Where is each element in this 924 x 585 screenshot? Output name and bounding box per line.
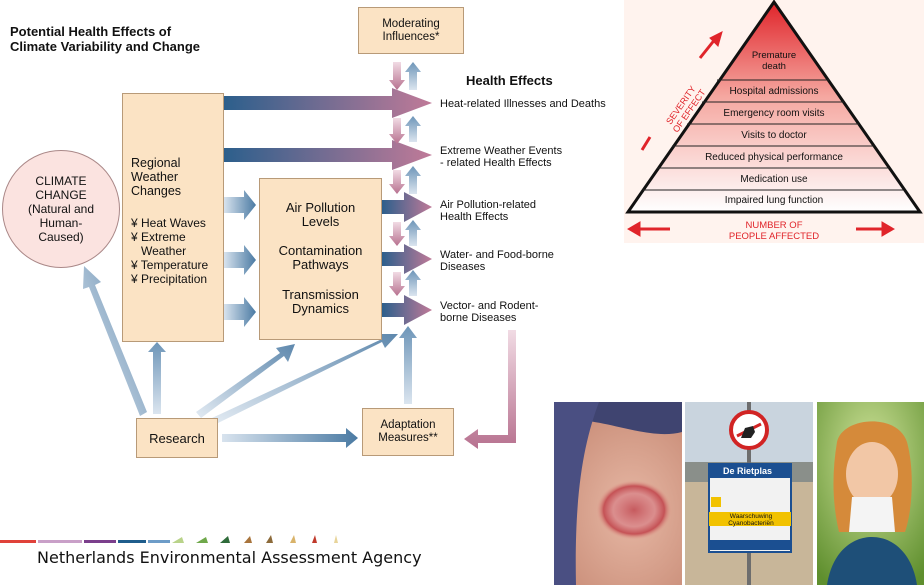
sneeze-image	[817, 402, 924, 585]
arrow-to-vector	[382, 295, 432, 325]
effect-extreme-weather: Extreme Weather Events - related Health …	[440, 145, 563, 169]
pyramid-panel: Premature death Hospital admissions Emer…	[624, 0, 924, 243]
severity-arrow	[640, 31, 723, 151]
number-arrows	[627, 221, 895, 237]
diagram-arrows	[83, 62, 516, 449]
sign-warning-2: Cyanobacteriën	[728, 520, 774, 527]
research-box: Research	[136, 418, 218, 458]
arrow-to-extreme	[224, 140, 432, 170]
number-affected-label: NUMBER OF PEOPLE AFFECTED	[728, 220, 820, 242]
list-item: Weather	[131, 244, 187, 258]
footer-stripes	[0, 530, 340, 543]
list-item: ¥ Heat Waves	[131, 216, 206, 230]
climate-change-circle: CLIMATE CHANGE (Natural and Human- Cause…	[2, 150, 120, 268]
effect-vector-rodent: Vector- and Rodent- borne Diseases	[440, 300, 539, 324]
rash-image	[554, 402, 682, 585]
arrow-to-heat	[224, 88, 432, 118]
air-pollution-box: Air Pollution Levels Contamination Pathw…	[259, 178, 382, 340]
pyramid-level-physical: Reduced physical performance	[705, 152, 843, 163]
pyramid-level-hospital: Hospital admissions	[729, 86, 819, 97]
stripe-bar	[0, 535, 338, 543]
arrow-rw-ap-2	[224, 245, 256, 275]
arrow-rw-ap-1	[224, 190, 256, 220]
sign-image	[685, 402, 813, 585]
arrow-rw-ap-3	[224, 297, 256, 327]
arrow-research-adaptation	[222, 428, 358, 448]
arrow-effects-to-adaptation	[464, 330, 516, 449]
moderating-arrows	[389, 62, 421, 296]
pyramid-level-premature-death: Premature death	[751, 50, 797, 72]
arrow-adaptation-up	[399, 326, 417, 404]
regional-weather-title: Regional Weather Changes	[131, 156, 182, 198]
arrow-research-cc	[83, 266, 147, 416]
arrow-research-rw	[148, 342, 166, 414]
transmission-dynamics: Transmission Dynamics	[282, 287, 359, 316]
moderating-influences-box: Moderating Influences*	[358, 7, 464, 54]
pyramid-level-emergency: Emergency room visits	[723, 108, 825, 119]
arrow-research-effects	[212, 334, 398, 424]
effect-heat: Heat-related Illnesses and Deaths	[440, 98, 606, 110]
photo-tick-bite-rash	[554, 402, 682, 585]
air-pollution-levels: Air Pollution Levels	[285, 200, 356, 229]
photo-warning-sign: De Rietplas Waarschuwing Cyanobacteriën	[685, 402, 813, 585]
sign-title: De Rietplas	[723, 466, 773, 476]
contamination-pathways: Contamination Pathways	[278, 243, 363, 272]
regional-weather-list: ¥ Heat Waves ¥ Extreme Weather ¥ Tempera…	[131, 216, 208, 286]
adaptation-box: Adaptation Measures**	[362, 408, 454, 456]
list-item: ¥ Temperature	[131, 258, 209, 272]
pyramid-graphic	[625, 0, 923, 237]
arrow-to-water	[382, 244, 432, 274]
arrow-research-ap	[196, 344, 295, 418]
regional-weather-box: Regional Weather Changes ¥ Heat Waves ¥ …	[122, 93, 224, 342]
effect-water-food: Water- and Food-borne Diseases	[440, 249, 554, 273]
photo-allergy-sneeze	[817, 402, 924, 585]
pyramid-level-lung: Impaired lung function	[724, 195, 824, 206]
diagram-title: Potential Health Effects of Climate Vari…	[10, 24, 200, 54]
arrow-to-airpol	[382, 192, 432, 222]
pyramid-shape	[625, 0, 923, 214]
health-effects-title: Health Effects	[466, 73, 553, 88]
effect-air-pollution: Air Pollution-related Health Effects	[440, 199, 536, 223]
pyramid-level-doctor: Visits to doctor	[741, 130, 807, 141]
list-item: ¥ Extreme	[131, 230, 186, 244]
pyramid-level-medication: Medication use	[740, 174, 808, 185]
agency-name: Netherlands Environmental Assessment Age…	[37, 548, 422, 567]
list-item: ¥ Precipitation	[131, 272, 208, 286]
sign-warning-1: Waarschuwing	[729, 513, 773, 520]
